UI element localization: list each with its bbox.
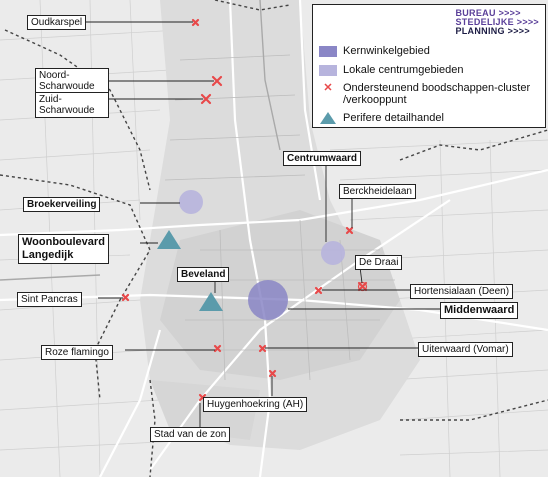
legend-item-kernwinkelgebied: Kernwinkelgebied <box>319 45 430 57</box>
legend-item-perifere-detailhandel: Perifere detailhandel <box>319 112 444 125</box>
label-oudkarspel: Oudkarspel <box>27 15 87 30</box>
cluster-de-draai <box>357 281 368 292</box>
label-woonboulevard: Woonboulevard Langedijk <box>18 234 109 264</box>
water <box>0 0 281 281</box>
label-roze-flamingo: Roze flamingo <box>41 345 113 360</box>
legend-symbol-square-dark <box>319 45 337 57</box>
label-beveland: Beveland <box>177 267 230 282</box>
legend-symbol-cross: ✕ <box>323 82 333 94</box>
lokaal-centrum-broekerveiling <box>179 190 203 214</box>
label-huygenhoek: Huygenhoekring (AH) <box>203 397 308 412</box>
cluster-roze-flamingo <box>213 344 222 353</box>
logo-bureau-stedelijke-planning: BUREAU >>>> STEDELIJKE >>>> PLANNING >>>… <box>455 8 539 36</box>
label-de-draai: De Draai <box>355 255 403 270</box>
label-stad-van-de-zon: Stad van de zon <box>150 427 231 442</box>
label-noord-scharwoude: Noord- Scharwoude <box>35 68 109 94</box>
legend-item-ondersteunend: ✕ Ondersteunend boodschappen-cluster /ve… <box>319 82 533 106</box>
label-uiterwaard: Uiterwaard (Vomar) <box>418 342 513 357</box>
cluster-sint-pancras <box>121 293 130 302</box>
kernwinkelgebied-middenwaard <box>248 280 288 320</box>
lokaal-centrum-centrumwaard <box>321 241 345 265</box>
legend-symbol-square-light <box>319 64 337 76</box>
legend: BUREAU >>>> STEDELIJKE >>>> PLANNING >>>… <box>312 4 546 128</box>
label-broekerveiling: Broekerveiling <box>23 197 101 212</box>
cluster-berckheidelaan <box>345 226 354 235</box>
perifeer-woonboulevard <box>157 230 181 249</box>
cluster-hortensialaan <box>314 286 323 295</box>
label-sint-pancras: Sint Pancras <box>17 292 82 307</box>
legend-item-lokale-centrumgebieden: Lokale centrumgebieden <box>319 64 463 76</box>
legend-symbol-triangle <box>320 112 336 125</box>
cluster-zuid-scharwoude <box>200 93 212 105</box>
cluster-huygenhoek <box>268 369 277 378</box>
label-zuid-scharwoude: Zuid- Scharwoude <box>35 92 109 118</box>
cluster-markers <box>121 18 368 402</box>
label-hortensialaan: Hortensialaan (Deen) <box>410 284 514 299</box>
label-centrumwaard: Centrumwaard <box>283 151 362 166</box>
leader-lines <box>80 21 440 430</box>
cluster-noord-scharwoude <box>211 75 223 87</box>
cluster-uiterwaard <box>258 344 267 353</box>
label-middenwaard: Middenwaard <box>440 302 519 319</box>
cluster-oudkarspel <box>191 18 200 27</box>
label-berckheidelaan: Berckheidelaan <box>339 184 416 199</box>
perifeer-beveland <box>199 292 223 311</box>
